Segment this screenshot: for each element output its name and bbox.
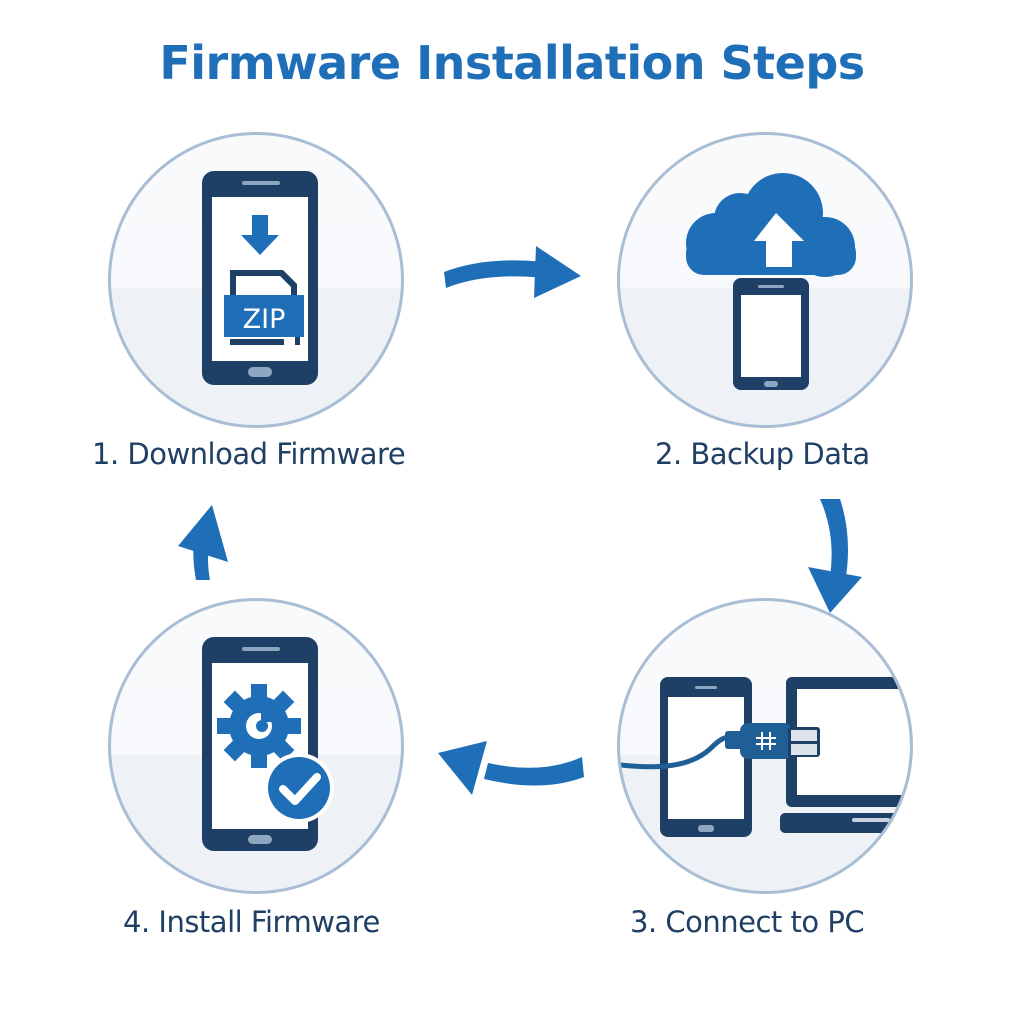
step-3-label: 3. Connect to PC [630,905,865,939]
step-2-label: 2. Backup Data [655,437,870,471]
step-4-circle [108,598,404,894]
step-1-circle: ZIP [108,132,404,428]
arrow-step3-to-step4 [438,741,584,795]
gear-icon [217,684,301,768]
zip-badge: ZIP [243,304,286,335]
arrow-step1-to-step2 [444,246,581,298]
step-2-circle [617,132,913,428]
step-4-label: 4. Install Firmware [123,905,380,939]
phone-icon [660,677,752,837]
phone-usb-laptop-icon [620,677,910,837]
usb-connector-icon [740,723,820,759]
cloud-upload-phone-icon [686,173,856,390]
phone-gear-check-icon [202,637,334,851]
step-1-label: 1. Download Firmware [92,437,406,471]
phone-download-zip-icon: ZIP [202,171,318,385]
step-3-circle [617,598,913,894]
usb-cable [620,734,733,770]
page-title: Firmware Installation Steps [159,36,865,90]
arrow-step4-to-step1 [178,505,228,580]
checkmark-badge-icon [264,753,334,823]
arrow-step2-to-step3 [808,499,862,613]
